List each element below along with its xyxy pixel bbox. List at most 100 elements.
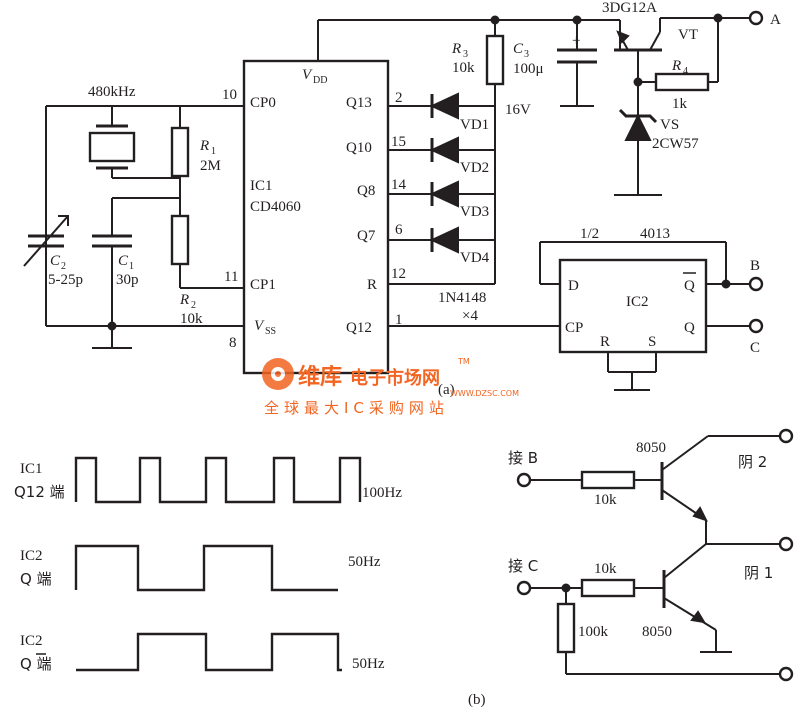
diode-count: ×4 [462, 308, 478, 324]
c3-value: 100μ [513, 61, 544, 77]
ic2-q-label: Q [684, 320, 695, 336]
terminal-a[interactable] [748, 10, 764, 26]
ic1-name: IC1 [250, 178, 273, 194]
watermark-tm: TM [457, 357, 470, 366]
rb-value: 10k [594, 492, 617, 508]
r1-sub: 1 [211, 146, 216, 157]
pin-q13-label: Q13 [346, 95, 372, 111]
junction-dot [713, 13, 723, 23]
ic2-cp-label: CP [565, 320, 583, 336]
resistor-r3 [485, 34, 505, 86]
capacitor-c1 [92, 197, 180, 326]
crystal-freq: 480kHz [88, 84, 136, 100]
resistor-r1 [170, 106, 190, 216]
wave3-freq: 50Hz [352, 656, 385, 672]
junction-dot [561, 583, 571, 593]
watermark-slogan: 全球最大IC采购网站 [264, 399, 449, 417]
r4-value: 1k [672, 96, 688, 112]
caption-a: (a) [438, 382, 455, 398]
pin-12-num: 12 [391, 266, 406, 282]
watermark-brand: 维库 [298, 364, 342, 390]
ground-terminal[interactable] [778, 666, 794, 682]
r2-sub: 2 [191, 300, 196, 311]
caption-b: (b) [468, 692, 486, 708]
terminal-b-label: B [750, 258, 760, 274]
ic2-qbar-label: Q [684, 278, 695, 294]
ic1-vss-label: V [254, 318, 265, 334]
terminal-c-label: C [750, 340, 760, 356]
watermark-url: WWW.DZSC.COM [450, 389, 519, 398]
output-2-terminal[interactable] [778, 428, 794, 444]
terminal-b[interactable] [748, 276, 764, 292]
input-b-terminal[interactable] [516, 472, 532, 488]
ic2-name: IC2 [626, 294, 649, 310]
junction-dot [633, 77, 643, 87]
wave2-freq: 50Hz [348, 554, 381, 570]
vt-part: 3DG12A [602, 0, 657, 16]
c2-ref: C [50, 253, 61, 269]
junction-dot [490, 15, 500, 25]
t1-emitter-arrow [692, 506, 708, 522]
wave1-label1: IC1 [20, 461, 43, 477]
terminal-a-label: A [770, 12, 781, 28]
vd3-label: VD3 [460, 204, 489, 220]
c2-sub: 2 [61, 261, 66, 272]
ic1-vss-sub: SS [265, 326, 276, 337]
input-c-terminal[interactable] [516, 580, 532, 596]
input-c-label: 接 C [508, 557, 538, 575]
pin-q7-label: Q7 [357, 228, 376, 244]
pin-8-num: 8 [229, 335, 237, 351]
watermark-brand2: 电子市场网 [350, 367, 440, 389]
r2-ref: R [179, 292, 189, 308]
ic2-part: 4013 [640, 226, 670, 242]
c2-value: 5-25p [48, 272, 83, 288]
capacitor-c3 [557, 48, 597, 107]
pin-10-num: 10 [222, 87, 237, 103]
wave2-label1: IC2 [20, 548, 43, 564]
pin-r-label: R [367, 277, 377, 293]
terminal-c[interactable] [748, 318, 764, 334]
ic2-body [558, 258, 708, 354]
c3-voltage: 16V [505, 102, 531, 118]
vd2-label: VD2 [460, 160, 489, 176]
zener-ref: VS [660, 117, 679, 133]
pin-11-num: 11 [224, 269, 238, 285]
r3-ref: R [451, 41, 461, 57]
c1-sub: 1 [129, 261, 134, 272]
emitter-arrow [616, 30, 630, 44]
r4-sub: 4 [683, 66, 688, 77]
r3-sub: 3 [463, 49, 468, 60]
waveform-ic2-q [74, 544, 338, 592]
r1-ref: R [199, 138, 209, 154]
c3-sub: 3 [524, 49, 529, 60]
ic1-part: CD4060 [250, 199, 301, 215]
wave3-label2: Q 端 [20, 655, 52, 673]
ic2-d-label: D [568, 278, 579, 294]
zener-diode [614, 108, 662, 196]
diode-array [388, 92, 495, 285]
wave3-label1: IC2 [20, 633, 43, 649]
pin-cp0-label: CP0 [250, 95, 276, 111]
zener-part: 2CW57 [652, 136, 699, 152]
ic2-s-label: S [648, 334, 656, 350]
wave1-freq: 100Hz [362, 485, 402, 501]
junction-dot [721, 279, 731, 289]
ic2-half: 1/2 [580, 226, 599, 242]
r1-value: 2M [200, 158, 221, 174]
diode-part: 1N4148 [438, 290, 486, 306]
resistor-r2 [170, 214, 190, 288]
t2-part: 8050 [642, 624, 672, 640]
vd1-label: VD1 [460, 117, 489, 133]
waveform-ic2-qbar [76, 632, 342, 672]
waveform-ic1-q12 [74, 456, 362, 504]
pin-q12-label: Q12 [346, 320, 372, 336]
vt-ref: VT [678, 27, 698, 43]
pin-q10-label: Q10 [346, 140, 372, 156]
vd4-label: VD4 [460, 250, 490, 266]
wave1-label2: Q12 端 [14, 483, 65, 501]
output-1-terminal[interactable] [778, 536, 794, 552]
crystal [88, 106, 180, 179]
variable-capacitor-c2 [23, 215, 69, 267]
r-pull-value: 100k [578, 624, 609, 640]
